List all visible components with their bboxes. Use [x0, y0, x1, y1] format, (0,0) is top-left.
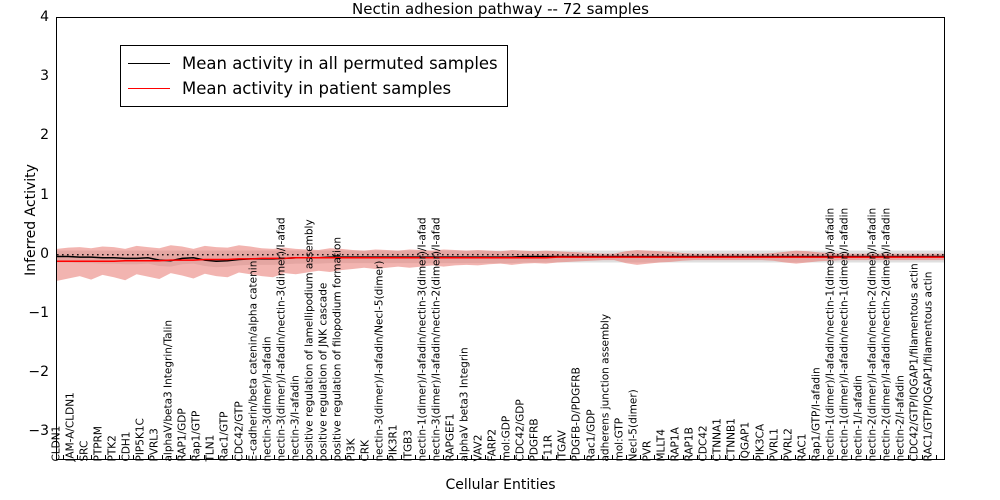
x-tick-mark	[795, 455, 797, 460]
x-tick-mark	[668, 455, 670, 460]
x-tick-mark	[640, 455, 642, 460]
x-tick-mark	[682, 455, 684, 460]
x-tick-mark	[555, 455, 557, 460]
x-tick-mark	[879, 455, 881, 460]
x-axis-label: Cellular Entities	[445, 477, 556, 493]
x-tick-mark	[626, 455, 628, 460]
x-tick-mark	[344, 455, 346, 460]
x-tick-mark	[612, 455, 614, 460]
x-tick-mark	[63, 455, 65, 460]
legend-entry-permuted: Mean activity in all permuted samples	[128, 51, 498, 76]
chart-title: Nectin adhesion pathway -- 72 samples	[352, 0, 649, 18]
x-tick-mark	[781, 455, 783, 460]
x-tick-mark	[823, 455, 825, 460]
plot-svg	[57, 245, 944, 281]
x-tick-mark	[457, 455, 459, 460]
x-tick-mark	[583, 455, 585, 460]
x-tick-mark	[316, 455, 318, 460]
legend-entry-patient: Mean activity in patient samples	[128, 76, 498, 101]
x-tick-mark	[372, 455, 374, 460]
x-tick-mark	[147, 455, 149, 460]
x-tick-mark	[358, 455, 360, 460]
x-tick-mark	[569, 455, 571, 460]
x-tick-mark	[767, 455, 768, 460]
x-tick-mark	[231, 455, 233, 460]
x-tick-mark	[217, 455, 219, 460]
x-tick-mark	[415, 455, 417, 460]
x-tick-mark	[119, 455, 121, 460]
y-tick-label: −3	[28, 423, 49, 440]
x-tick-mark	[400, 455, 402, 460]
x-tick-mark	[499, 455, 501, 460]
x-tick-mark	[654, 455, 656, 460]
chart-legend: Mean activity in all permuted samples Me…	[120, 45, 508, 107]
legend-swatch-patient	[128, 88, 170, 89]
x-tick-mark	[288, 455, 290, 460]
legend-label-permuted: Mean activity in all permuted samples	[182, 54, 498, 73]
x-tick-mark	[91, 455, 93, 460]
x-tick-mark	[527, 455, 529, 460]
x-tick-mark	[752, 455, 754, 460]
x-tick-mark	[809, 455, 811, 460]
legend-swatch-permuted	[128, 63, 170, 64]
x-tick-mark	[865, 455, 867, 460]
x-tick-mark	[851, 455, 853, 460]
y-tick-label: 3	[40, 68, 49, 85]
x-tick-mark	[302, 455, 304, 460]
x-tick-mark	[246, 455, 248, 460]
x-tick-mark	[513, 455, 515, 460]
x-tick-mark	[598, 455, 600, 460]
x-tick-mark	[77, 455, 79, 460]
y-tick-label: 4	[40, 9, 49, 25]
x-tick-mark	[471, 455, 473, 460]
y-tick-label: −1	[28, 304, 49, 321]
x-tick-mark	[429, 455, 431, 460]
y-tick-label: 1	[40, 186, 49, 203]
x-tick-mark	[541, 455, 543, 460]
legend-label-patient: Mean activity in patient samples	[182, 79, 452, 98]
x-tick-mark	[260, 455, 262, 460]
x-tick-mark	[837, 455, 839, 460]
x-tick-mark	[161, 455, 163, 460]
x-tick-mark	[893, 455, 895, 460]
x-tick-mark	[921, 455, 923, 460]
patient-mean-line	[57, 256, 944, 263]
x-tick-mark	[724, 455, 726, 460]
x-tick-mark	[710, 455, 712, 460]
x-tick-mark	[189, 455, 191, 460]
y-tick-label: −2	[28, 364, 49, 381]
x-tick-mark	[696, 455, 698, 460]
x-tick-mark	[935, 455, 937, 460]
x-tick-mark	[330, 455, 332, 460]
x-tick-mark	[907, 455, 909, 460]
x-tick-mark	[386, 455, 388, 460]
y-tick-label: 2	[40, 127, 49, 144]
x-tick-mark	[443, 455, 445, 460]
x-tick-mark	[175, 455, 177, 460]
x-tick-mark	[738, 455, 740, 460]
x-tick-mark	[105, 455, 107, 460]
plot-area: Mean activity in all permuted samples Me…	[56, 17, 945, 460]
x-tick-mark	[203, 455, 205, 460]
x-tick-mark	[485, 455, 487, 460]
x-tick-mark	[133, 455, 135, 460]
y-tick-label: 0	[40, 245, 49, 262]
x-tick-mark	[274, 455, 276, 460]
